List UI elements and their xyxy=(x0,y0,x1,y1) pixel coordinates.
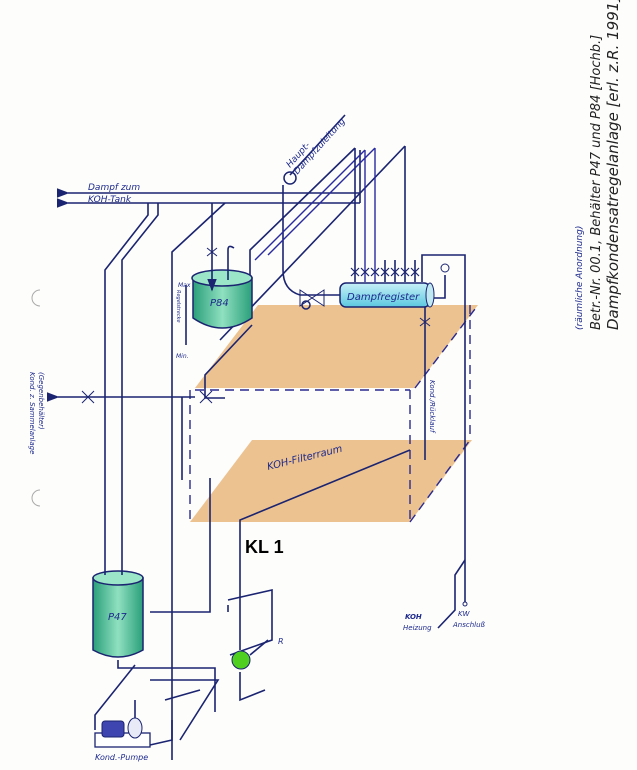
koh-heating-label-2: Heizung xyxy=(403,624,432,632)
kw-connection-label-1: KW xyxy=(458,610,471,618)
condensate-pump-label: Kond.-Pumpe xyxy=(95,753,148,762)
r-label: R xyxy=(278,637,284,646)
diagram-subtitle: Betr.-Nr. 00.1, Behälter P47 und P84 [Ho… xyxy=(589,35,604,330)
condensate-collect-label-2: (Gegenbehälter) xyxy=(37,372,45,430)
upper-floor-plane xyxy=(195,305,478,388)
control-range-label: Regelstrecke xyxy=(175,290,181,323)
condensate-collect-label-1: Kond. z. Sammelanlage xyxy=(28,372,36,454)
koh-kw-connections xyxy=(424,450,468,629)
tank-p84 xyxy=(185,245,253,399)
condensate-pump xyxy=(94,700,151,748)
register-branch-lines xyxy=(219,145,466,560)
condensate-return-label: Kond./Rücklauf xyxy=(428,380,436,434)
binder-hole xyxy=(31,489,41,507)
koh-heating-label-1: KOH xyxy=(405,613,422,621)
kw-connection-label-2: Anschluß xyxy=(452,621,486,629)
min-level-label: Min. xyxy=(176,353,189,360)
tank-p84-label: P84 xyxy=(210,298,229,309)
filter-room-floor xyxy=(190,440,472,522)
steam-to-koh-label-2: KOH-Tank xyxy=(88,195,132,205)
tank-p47-label: P47 xyxy=(108,612,127,623)
register-valves xyxy=(350,267,420,277)
tank-p47 xyxy=(92,540,220,746)
kl1-label: KL 1 xyxy=(245,537,284,557)
diagram-title: Dampfkondensatregelanlage [erl. z.R. 199… xyxy=(604,0,622,330)
max-level-label: Max xyxy=(178,282,191,289)
diagram-note: (räumliche Anordnung) xyxy=(575,226,585,330)
steam-register-label: Dampfregister xyxy=(347,292,420,303)
kl1-line xyxy=(150,449,411,702)
steam-to-koh-label-1: Dampf zum xyxy=(88,183,140,193)
condensate-trap-icon xyxy=(231,650,251,670)
steam-register xyxy=(339,263,450,450)
binder-hole xyxy=(31,289,41,307)
main-steam-line xyxy=(282,114,346,310)
condensate-outlet xyxy=(46,390,213,480)
control-valve-icon xyxy=(299,289,313,307)
steam-gauge-icon xyxy=(283,171,297,185)
